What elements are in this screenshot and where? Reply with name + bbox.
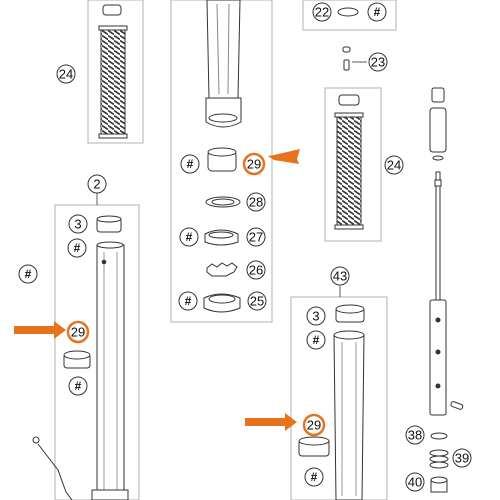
callout-hash-top: # <box>367 2 387 22</box>
callout-29-right: 29 <box>302 413 326 437</box>
svg-text:29: 29 <box>307 418 321 433</box>
svg-text:#: # <box>313 333 320 347</box>
callout-39: 39 <box>452 448 472 468</box>
callout-hash-side: # <box>18 264 38 284</box>
outer-tube-right <box>298 304 365 500</box>
callout-hash-left-2: # <box>68 376 88 396</box>
callout-23: 23 <box>368 52 388 72</box>
inner-tube-top <box>205 0 242 128</box>
svg-text:#: # <box>185 294 192 308</box>
seal-parts-mid <box>203 147 241 313</box>
callout-29-left: 29 <box>66 320 90 344</box>
callout-hash-mid: # <box>180 154 200 174</box>
callout-28: 28 <box>246 192 266 212</box>
svg-text:22: 22 <box>315 5 329 20</box>
frame-top-right <box>302 0 397 31</box>
callout-43: 43 <box>330 266 350 286</box>
damper-rod <box>429 87 464 416</box>
svg-text:43: 43 <box>333 269 347 284</box>
svg-text:#: # <box>186 230 193 244</box>
callout-3-right: 3 <box>306 306 326 326</box>
callout-24-right: 24 <box>384 155 404 175</box>
outer-tube-left <box>91 215 129 500</box>
svg-text:29: 29 <box>247 157 261 172</box>
svg-text:26: 26 <box>249 263 263 278</box>
svg-text:3: 3 <box>74 217 81 232</box>
svg-text:24: 24 <box>387 158 401 173</box>
callout-26: 26 <box>246 260 266 280</box>
callout-hash-right-1: # <box>306 330 326 350</box>
svg-text:39: 39 <box>455 451 469 466</box>
svg-text:2: 2 <box>93 177 100 192</box>
svg-text:24: 24 <box>59 67 73 82</box>
callout-25: 25 <box>247 291 267 311</box>
small-parts-top-right <box>337 7 359 71</box>
callout-27: 27 <box>246 227 266 247</box>
frame-tube-right <box>290 296 388 500</box>
svg-text:27: 27 <box>249 230 263 245</box>
svg-text:38: 38 <box>408 428 422 443</box>
callout-2: 2 <box>87 174 107 194</box>
seal-left <box>63 350 91 369</box>
arrow-left-icon <box>268 149 300 164</box>
callout-29-mid: 29 <box>242 152 266 176</box>
svg-text:#: # <box>25 267 32 281</box>
svg-text:23: 23 <box>371 55 385 70</box>
callout-hash-right-2: # <box>304 467 324 487</box>
svg-text:29: 29 <box>71 325 85 340</box>
arrow-right-icon <box>245 413 297 431</box>
svg-text:#: # <box>74 241 81 255</box>
frame-top-mid <box>170 0 273 323</box>
callout-3-left: 3 <box>68 214 88 234</box>
spring-assembly-left <box>98 4 128 139</box>
callout-22: 22 <box>312 2 332 22</box>
svg-text:#: # <box>374 5 381 19</box>
callout-hash-25: # <box>178 291 198 311</box>
callout-40: 40 <box>405 472 425 492</box>
svg-text:28: 28 <box>249 195 263 210</box>
svg-text:40: 40 <box>408 475 422 490</box>
valve-parts-bottom-right <box>429 432 449 493</box>
callouts: 22 # 23 24 24 2 3 # <box>18 2 472 492</box>
svg-text:#: # <box>187 157 194 171</box>
leader-lines <box>96 61 367 297</box>
callout-hash-27: # <box>179 227 199 247</box>
callout-24-left: 24 <box>56 64 76 84</box>
frame-spring-right <box>324 87 382 242</box>
callout-hash-left-1: # <box>67 238 87 258</box>
callout-38: 38 <box>405 425 425 445</box>
frame-top-left <box>87 0 144 144</box>
svg-text:3: 3 <box>312 309 319 324</box>
svg-text:25: 25 <box>250 294 264 309</box>
svg-text:#: # <box>75 379 82 393</box>
svg-text:#: # <box>311 470 318 484</box>
spring-assembly-right <box>334 94 364 230</box>
arrow-right-icon <box>14 321 66 339</box>
bleed-screw-left <box>32 436 73 500</box>
